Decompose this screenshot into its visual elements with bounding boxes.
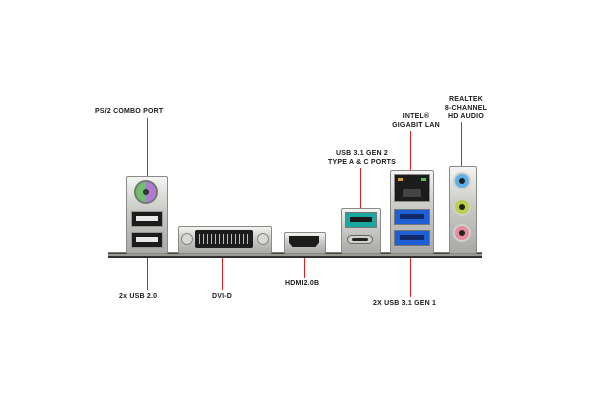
realtek-hd-audio-label: REALTEK 8-CHANNEL HD AUDIO: [444, 96, 488, 120]
usb20-label: 2x USB 2.0: [119, 293, 158, 300]
usb20-port-bottom: [131, 232, 163, 248]
audio-line-out-jack: [453, 198, 471, 216]
audio-mic-jack: [453, 224, 471, 242]
dvid-leader-line: [222, 252, 223, 290]
hdmi-leader-line: [304, 250, 305, 278]
usb31-gen1-label: 2X USB 3.1 GEN 1: [373, 300, 437, 307]
usb20-port-top: [131, 211, 163, 227]
usb31-gen2-leader-line: [360, 168, 361, 208]
io-shield-edge: [108, 254, 482, 256]
lan-leader-line: [410, 131, 411, 171]
hdmi-label: HDMI2.0B: [285, 280, 320, 287]
usb31-gen2-label: USB 3.1 GEN 2 TYPE A & C PORTS: [327, 150, 397, 166]
intel-gigabit-lan-label: INTEL® GIGABIT LAN: [392, 113, 440, 129]
ps2-combo-port-label: PS/2 COMBO PORT: [95, 108, 164, 115]
usb20-leader-line: [147, 252, 148, 290]
hdmi-socket: [289, 236, 319, 247]
usb31-gen1-port-top: [394, 209, 430, 225]
dvid-screw-left: [181, 233, 193, 245]
ps2-port-icon: [134, 180, 158, 204]
usb31-gen2-type-a-port: [345, 212, 377, 228]
dvid-socket: [195, 230, 253, 248]
usb31-gen2-type-c-port: [347, 235, 373, 244]
usb31-gen1-leader-line: [410, 250, 411, 297]
dvid-label: DVI-D: [212, 293, 233, 300]
ps2-leader-line: [147, 118, 148, 178]
lan-port: [394, 174, 430, 202]
audio-line-in-jack: [453, 172, 471, 190]
audio-leader-line: [461, 122, 462, 168]
usb31-gen1-port-bottom: [394, 230, 430, 246]
dvid-screw-right: [257, 233, 269, 245]
